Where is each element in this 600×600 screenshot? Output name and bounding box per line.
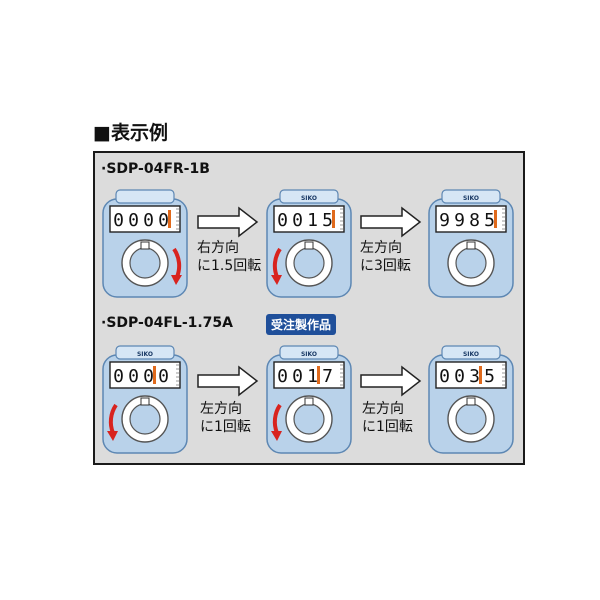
rotation-arrow-icon — [271, 275, 282, 285]
highlight-marker — [153, 366, 156, 384]
counter-digit: 1 — [307, 366, 318, 387]
device-top-cap — [279, 189, 339, 204]
shaft-hole — [293, 247, 325, 279]
brand-label: SIKO — [301, 195, 317, 202]
rotation-arrow-icon — [107, 431, 118, 441]
highlight-marker — [332, 210, 335, 228]
counter-digit: 1 — [307, 210, 318, 231]
keyway-notch — [466, 241, 476, 250]
rotation-arc — [272, 247, 282, 278]
counter-digit: 0 — [292, 210, 303, 231]
step-direction: 左方向 — [362, 401, 404, 417]
counter-digit: 0 — [158, 210, 169, 231]
counter-digit: 0 — [277, 366, 288, 387]
step-caption-r1-s1: 右方向 に1.5回転 — [197, 239, 261, 275]
counter-digit: 0 — [292, 366, 303, 387]
right-arrow-icon — [197, 365, 259, 397]
device-top-cap — [115, 345, 175, 360]
brand-label: SIKO — [137, 351, 153, 358]
right-arrow-icon — [360, 365, 422, 397]
rotation-arc — [172, 247, 182, 278]
shaft-hole — [455, 403, 487, 435]
device-top-cap — [115, 189, 175, 204]
device-top-cap — [441, 189, 501, 204]
counter-digit: 0 — [158, 366, 169, 387]
rotation-arc — [272, 403, 282, 434]
made-to-order-badge: 受注製作品 — [266, 314, 337, 335]
counter-digit: 9 — [439, 210, 450, 231]
right-arrow-icon — [360, 206, 422, 238]
counter-digit: 0 — [143, 210, 154, 231]
device-top-cap — [279, 345, 339, 360]
step-caption-r2-s1: 左方向 に1回転 — [200, 400, 251, 436]
highlight-marker — [494, 210, 497, 228]
counter-window — [273, 361, 345, 389]
brand-label: SIKO — [463, 195, 479, 202]
counter-digit: 0 — [277, 210, 288, 231]
keyway-notch — [140, 397, 150, 406]
right-arrow-icon — [197, 206, 259, 238]
keyway-notch — [140, 241, 150, 250]
counter-digit: 0 — [454, 366, 465, 387]
step-direction: 左方向 — [360, 240, 402, 256]
counter-digit: 0 — [128, 210, 139, 231]
counter-digit: 5 — [484, 210, 495, 231]
rotation-arrow-icon — [171, 275, 182, 285]
highlight-marker — [317, 366, 320, 384]
counter-window — [109, 361, 181, 389]
shaft-hole — [129, 247, 161, 279]
counter-digit: 0 — [143, 366, 154, 387]
step-caption-r2-s2: 左方向 に1回転 — [362, 400, 413, 436]
counter-digit: 5 — [484, 366, 495, 387]
keyway-notch — [304, 241, 314, 250]
counter-digit: 3 — [469, 366, 480, 387]
step-turns: に1回転 — [200, 419, 251, 435]
step-turns: に1回転 — [362, 419, 413, 435]
page-title: ■表示例 — [93, 122, 168, 144]
counter-digit: 7 — [322, 366, 333, 387]
counter-digit: 5 — [322, 210, 333, 231]
step-turns: に1.5回転 — [197, 258, 262, 274]
model-label-row2: ·SDP-04FL-1.75A — [101, 315, 234, 331]
step-turns: に3回転 — [360, 258, 411, 274]
keyway-notch — [304, 397, 314, 406]
keyway-notch — [466, 397, 476, 406]
brand-label: SIKO — [463, 351, 479, 358]
shaft-hole — [293, 403, 325, 435]
counter-digit: 8 — [469, 210, 480, 231]
highlight-marker — [479, 366, 482, 384]
device-top-cap — [441, 345, 501, 360]
step-direction: 左方向 — [200, 401, 242, 417]
step-direction: 右方向 — [197, 240, 239, 256]
rotation-arrow-icon — [271, 431, 282, 441]
counter-digit: 0 — [113, 366, 124, 387]
counter-digit: 0 — [113, 210, 124, 231]
brand-label: SIKO — [301, 351, 317, 358]
counter-digit: 0 — [439, 366, 450, 387]
counter-window — [435, 361, 507, 389]
shaft-hole — [129, 403, 161, 435]
rotation-arc — [108, 403, 118, 434]
counter-digit: 0 — [128, 366, 139, 387]
step-caption-r1-s2: 左方向 に3回転 — [360, 239, 411, 275]
highlight-marker — [168, 210, 171, 228]
counter-digit: 9 — [454, 210, 465, 231]
model-label-row1: ·SDP-04FR-1B — [101, 161, 210, 177]
shaft-hole — [455, 247, 487, 279]
